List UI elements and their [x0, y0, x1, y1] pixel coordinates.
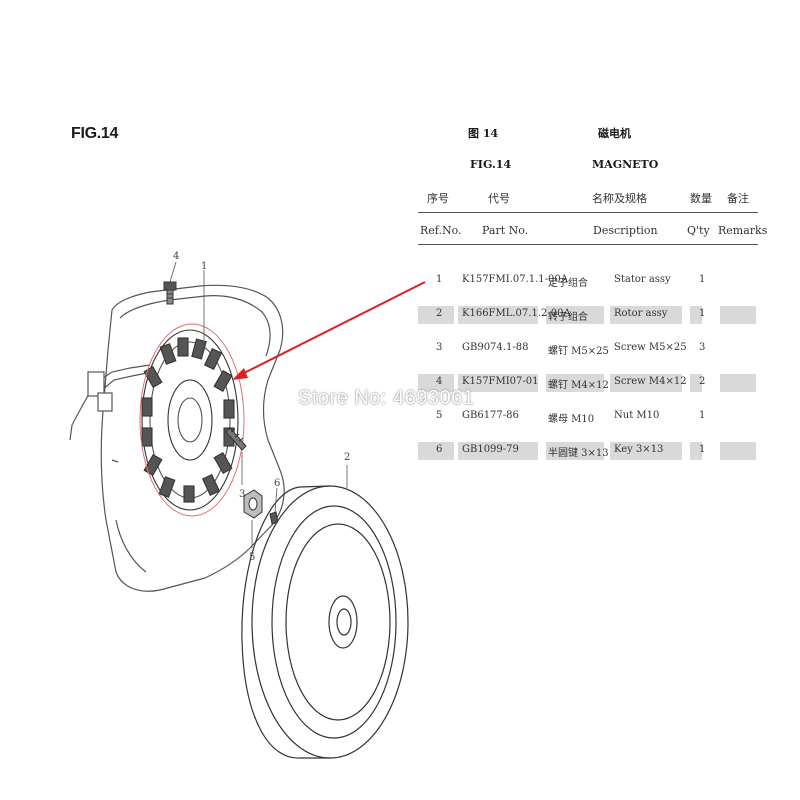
row-part-no: GB6177-86	[462, 410, 519, 421]
table-row: 5 GB6177-86 螺母 M10 Nut M10 1	[418, 408, 758, 426]
row-ref: 6	[436, 444, 443, 455]
callout-2: 2	[344, 452, 350, 463]
col-remarks-cn: 备注	[727, 192, 749, 205]
callout-1: 1	[201, 261, 207, 272]
row-shade	[546, 442, 604, 460]
table-rule-header	[418, 244, 758, 245]
row-shade	[418, 374, 454, 392]
table-row: 4 K157FMI07-01 螺钉 M4×12 Screw M4×12 2	[418, 374, 758, 392]
row-shade	[418, 442, 454, 460]
row-desc-en: Screw M5×25	[614, 342, 687, 353]
row-shade	[610, 442, 682, 460]
row-shade	[546, 306, 604, 324]
col-part-cn: 代号	[488, 192, 510, 205]
title-cn: 磁电机	[598, 127, 631, 140]
col-qty-cn: 数量	[690, 192, 712, 205]
leader-lines	[169, 261, 348, 548]
row-desc-cn: 螺母 M10	[548, 414, 595, 425]
row-qty: 2	[699, 376, 706, 387]
row-shade	[458, 374, 538, 392]
row-qty: 1	[699, 410, 706, 421]
row-ref: 4	[436, 376, 443, 387]
row-shade	[690, 374, 702, 392]
callout-4: 4	[173, 251, 179, 262]
side-cover	[100, 284, 285, 592]
row-qty: 1	[699, 444, 706, 455]
col-desc-cn: 名称及规格	[592, 192, 647, 205]
row-part-no: GB1099-79	[462, 444, 519, 455]
col-remarks-en: Remarks	[718, 224, 768, 237]
row-qty: 1	[699, 308, 706, 319]
row-desc-en: Screw M4×12	[614, 376, 687, 387]
stator-assy	[141, 329, 239, 511]
title-en: MAGNETO	[592, 158, 659, 171]
row-shade	[418, 306, 454, 324]
rotor-flywheel	[241, 485, 409, 759]
figure-number-cn: 图 14	[468, 127, 499, 140]
figure-number-en: FIG.14	[470, 158, 512, 171]
col-ref-en: Ref.No.	[420, 224, 462, 237]
figure-label: FIG.14	[71, 125, 119, 142]
row-desc-en: Rotor assy	[614, 308, 668, 319]
col-part-en: Part No.	[482, 224, 529, 237]
row-shade	[720, 374, 756, 392]
row-desc-cn: 半圆键 3×13	[548, 448, 609, 459]
row-qty: 1	[699, 274, 706, 285]
row-shade	[690, 306, 702, 324]
row-part-no: K157FMI07-01	[462, 376, 539, 387]
row-desc-en: Stator assy	[614, 274, 671, 285]
nut-m10	[243, 489, 263, 519]
pointer-arrow	[232, 281, 426, 380]
table-row: 3 GB9074.1-88 螺钉 M5×25 Screw M5×25 3	[418, 340, 758, 358]
callout-6: 6	[274, 478, 280, 489]
row-shade	[458, 442, 538, 460]
wire-harness	[69, 364, 153, 441]
row-shade	[690, 442, 702, 460]
row-ref: 1	[436, 274, 443, 285]
screw-m5x25	[225, 427, 247, 451]
row-shade	[720, 306, 756, 324]
table-row: 6 GB1099-79 半圆键 3×13 Key 3×13 1	[418, 442, 758, 460]
row-desc-cn: 螺钉 M5×25	[548, 346, 609, 357]
row-desc-cn: 定子组合	[548, 278, 588, 289]
row-shade	[720, 442, 756, 460]
store-watermark: Store No: 4693061	[298, 387, 475, 409]
row-shade	[610, 374, 682, 392]
row-ref: 2	[436, 308, 443, 319]
row-shade	[610, 306, 682, 324]
row-part-no: K166FML.07.1.2-00A	[462, 308, 571, 319]
stator-highlight	[139, 323, 245, 517]
callout-5: 5	[249, 552, 255, 563]
row-part-no: GB9074.1-88	[462, 342, 529, 353]
callout-3: 3	[239, 489, 245, 500]
row-shade	[458, 306, 538, 324]
row-part-no: K157FMI.07.1.1-00A	[462, 274, 568, 285]
col-desc-en: Description	[593, 224, 658, 237]
row-shade	[546, 374, 604, 392]
row-desc-en: Nut M10	[614, 410, 660, 421]
col-ref-cn: 序号	[427, 192, 449, 205]
row-ref: 5	[436, 410, 443, 421]
row-desc-cn: 螺钉 M4×12	[548, 380, 609, 391]
row-desc-en: Key 3×13	[614, 444, 664, 455]
row-desc-cn: 转子组合	[548, 312, 588, 323]
row-qty: 3	[699, 342, 706, 353]
row-ref: 3	[436, 342, 443, 353]
col-qty-en: Q'ty	[687, 224, 710, 237]
table-rule-top	[418, 212, 758, 213]
